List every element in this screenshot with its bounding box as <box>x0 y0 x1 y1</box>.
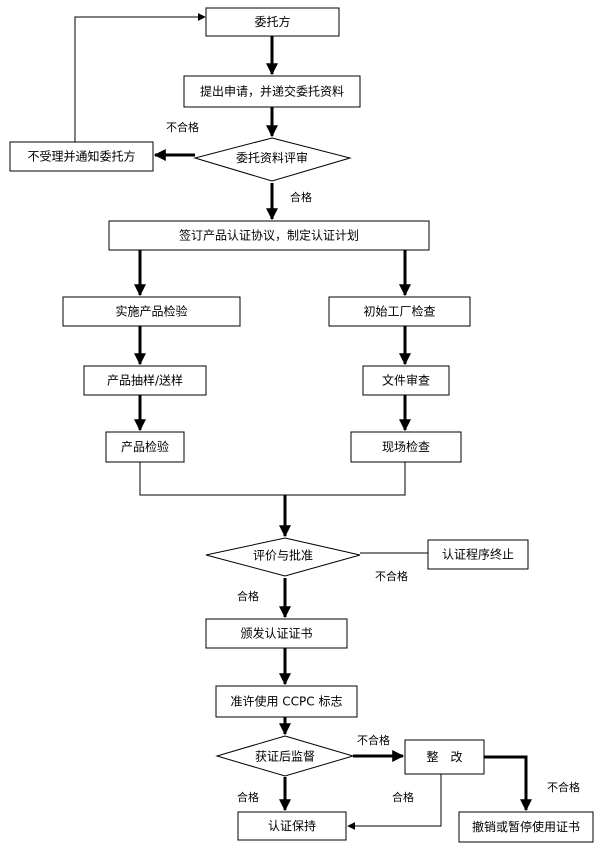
node-doc-review: 文件审查 <box>362 365 450 396</box>
node-ccpc: 准许使用 CCPC 标志 <box>215 685 358 718</box>
node-apply-label: 提出申请，并递交委托资料 <box>200 84 344 99</box>
merge-line <box>139 462 406 496</box>
node-apply: 提出申请，并递交委托资料 <box>183 75 361 108</box>
label-eval-pass: 合格 <box>237 589 259 603</box>
node-onsite-label: 现场检查 <box>382 439 430 454</box>
node-sampling-label: 产品抽样/送样 <box>107 373 183 388</box>
node-revoke-label: 撤销或暂停使用证书 <box>472 819 580 834</box>
edge-labels: 不合格 合格 合格 不合格 不合格 合格 合格 不合格 <box>166 120 580 804</box>
node-sign: 签订产品认证协议，制定认证计划 <box>108 220 430 251</box>
node-maintain: 认证保持 <box>237 811 347 841</box>
node-sign-label: 签订产品认证协议，制定认证计划 <box>179 228 359 243</box>
decision-review: 委托资料评审 <box>193 137 352 182</box>
node-reject-notify-label: 不受理并通知委托方 <box>27 149 135 164</box>
arrow-rectify-to-revoke <box>484 755 532 812</box>
label-supervise-pass: 合格 <box>237 790 259 804</box>
connectors <box>74 13 532 830</box>
node-factory-check: 初始工厂检查 <box>328 296 471 327</box>
node-client: 委托方 <box>205 7 340 37</box>
label-rectify-fail: 不合格 <box>547 780 580 794</box>
node-doc-review-label: 文件审查 <box>382 373 430 388</box>
node-inspection-label: 产品检验 <box>121 439 169 454</box>
node-reject-notify: 不受理并通知委托方 <box>9 141 154 172</box>
node-terminate: 认证程序终止 <box>427 539 529 570</box>
label-eval-fail: 不合格 <box>375 569 408 583</box>
node-terminate-label: 认证程序终止 <box>442 547 514 562</box>
node-product-test: 实施产品检验 <box>62 296 241 327</box>
arrow-reject-to-client <box>74 13 206 142</box>
decision-supervise: 获证后监督 <box>215 735 355 777</box>
label-review-pass: 合格 <box>290 190 312 204</box>
decision-evaluate: 评价与批准 <box>205 537 361 577</box>
node-rectify: 整 改 <box>404 739 485 775</box>
node-maintain-label: 认证保持 <box>268 818 316 833</box>
decision-supervise-label: 获证后监督 <box>255 749 315 764</box>
arrow-rectify-to-maintain <box>347 774 442 830</box>
node-revoke: 撤销或暂停使用证书 <box>458 811 594 843</box>
node-product-test-label: 实施产品检验 <box>115 304 187 319</box>
node-sampling: 产品抽样/送样 <box>83 365 207 396</box>
node-ccpc-label: 准许使用 CCPC 标志 <box>230 694 342 709</box>
node-rectify-label: 整 改 <box>426 749 462 764</box>
label-supervise-fail: 不合格 <box>357 733 390 747</box>
node-client-label: 委托方 <box>254 14 290 29</box>
node-factory-check-label: 初始工厂检查 <box>363 304 435 319</box>
node-issue-label: 颁发认证证书 <box>240 626 312 641</box>
decision-evaluate-label: 评价与批准 <box>253 548 313 563</box>
node-inspection: 产品检验 <box>105 431 185 463</box>
decision-review-label: 委托资料评审 <box>236 150 308 165</box>
node-issue: 颁发认证证书 <box>205 618 348 649</box>
node-onsite: 现场检查 <box>350 431 462 463</box>
label-rectify-pass: 合格 <box>392 790 414 804</box>
label-review-fail: 不合格 <box>166 120 199 134</box>
